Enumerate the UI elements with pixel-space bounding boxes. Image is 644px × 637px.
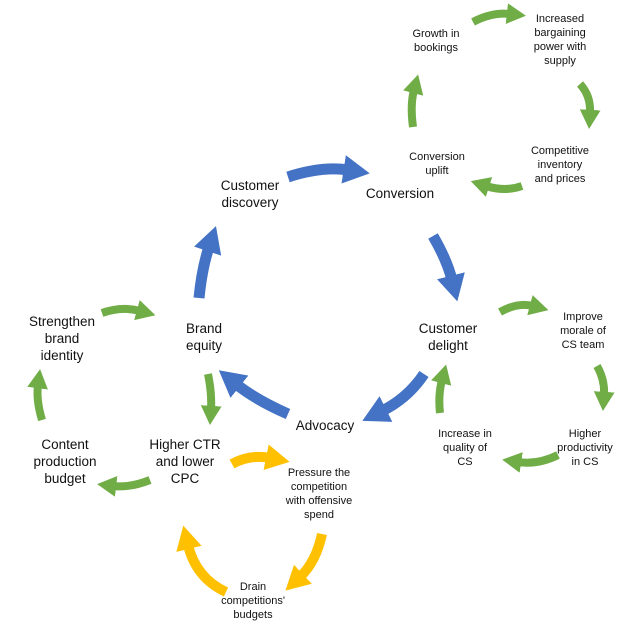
node-competitive-inventory: Competitive inventory and prices bbox=[530, 145, 590, 185]
arrow-advocacy-to-brand-equity bbox=[218, 370, 291, 420]
arrow-brand-equity-to-ctr bbox=[200, 373, 222, 425]
node-increase-in-quality: Increase in quality of CS bbox=[438, 428, 492, 468]
arrow-inventory-to-uplift bbox=[470, 177, 524, 197]
node-improve-morale: Improve morale of CS team bbox=[560, 311, 606, 351]
arrow-uplift-to-growth bbox=[403, 74, 424, 128]
node-higher-ctr: Higher CTR and lower CPC bbox=[149, 437, 221, 486]
arrow-ctr-to-pressure bbox=[229, 444, 290, 470]
node-customer-delight: Customer delight bbox=[418, 321, 478, 353]
node-strengthen-brand-identity: Strengthen brand identity bbox=[28, 314, 96, 363]
node-higher-productivity: Higher productivity in CS bbox=[557, 428, 613, 468]
arrow-productivity-to-quality bbox=[502, 451, 560, 473]
arrow-drain-to-ctr bbox=[176, 525, 229, 597]
node-conversion-uplift: Conversion uplift bbox=[409, 151, 465, 177]
arrow-growth-to-bargaining bbox=[471, 3, 526, 26]
arrow-bargaining-to-inventory bbox=[576, 81, 601, 129]
arrow-quality-to-delight bbox=[431, 364, 452, 414]
node-drain-competitions-budgets: Drain competitions' budgets bbox=[221, 581, 285, 621]
node-conversion: Conversion bbox=[365, 186, 435, 201]
node-advocacy: Advocacy bbox=[295, 418, 355, 433]
node-content-production-budget: Content production budget bbox=[33, 437, 97, 486]
arrow-strengthen-to-brand-equity bbox=[100, 300, 156, 321]
arrow-delight-to-advocacy bbox=[362, 370, 429, 422]
arrow-delight-to-morale bbox=[498, 295, 549, 316]
arrow-ctr-to-content-budget bbox=[97, 476, 152, 497]
node-customer-discovery: Customer discovery bbox=[220, 178, 280, 210]
arrow-brand-equity-to-discovery bbox=[193, 226, 222, 299]
arrow-content-budget-to-strengthen bbox=[27, 369, 48, 422]
node-brand-equity: Brand equity bbox=[185, 321, 223, 353]
arrow-morale-to-productivity bbox=[593, 364, 615, 411]
node-growth-in-bookings: Growth in bookings bbox=[412, 28, 460, 54]
node-pressure-the-competition: Pressure the competition with offensive … bbox=[285, 467, 353, 521]
arrow-pressure-to-drain bbox=[285, 532, 327, 591]
node-increased-bargaining-power: Increased bargaining power with supply bbox=[533, 13, 587, 67]
arrow-conversion-to-delight bbox=[428, 233, 465, 302]
arrow-discovery-to-conversion bbox=[286, 155, 370, 184]
